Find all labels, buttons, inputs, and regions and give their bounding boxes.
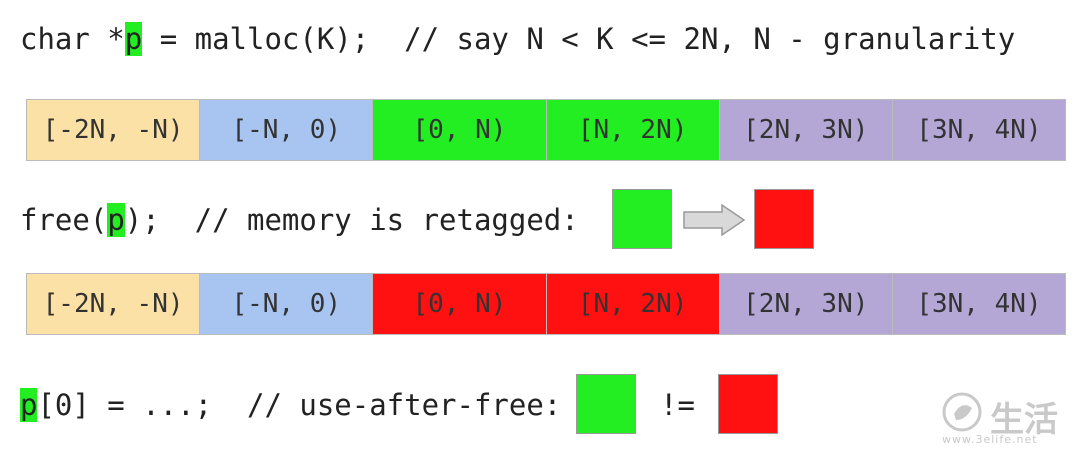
free-code-suffix: ); // memory is retagged: [124,203,579,237]
old-tag-square [612,189,672,249]
new-tag-square [754,189,814,249]
memory-segment: [3N, 4N) [892,100,1066,160]
use-after-free-code-line: p[0] = ...; // use-after-free: [20,386,561,424]
malloc-code-prefix: char * [20,22,125,56]
pointer-var-highlight: p [124,22,143,56]
memory-segment: [-N, 0) [200,274,374,334]
memory-segment: [0, N) [373,274,547,334]
memory-segment: [-N, 0) [200,100,374,160]
memory-tag-square [718,374,778,434]
pointer-tag-square [576,374,636,434]
retag-arrow-icon [683,203,746,237]
use-code-suffix: [0] = ...; // use-after-free: [37,388,562,422]
watermark-logo-icon [942,392,982,432]
memory-segment: [0, N) [373,100,547,160]
memory-segment: [N, 2N) [546,100,720,160]
memory-segment: [-2N, -N) [27,274,201,334]
malloc-code-line: char *p = malloc(K); // say N < K <= 2N,… [20,20,1015,58]
malloc-code-suffix: = malloc(K); // say N < K <= 2N, N - gra… [142,22,1016,56]
memory-segment: [3N, 4N) [892,274,1066,334]
memory-segment: [2N, 3N) [719,100,893,160]
memory-segment: [2N, 3N) [719,274,893,334]
watermark: 生活 www.3elife.net [938,388,1080,446]
memory-strip-before-free: [-2N, -N) [-N, 0) [0, N) [N, 2N) [2N, 3N… [26,99,1066,161]
free-code-line: free(p); // memory is retagged: [20,201,579,239]
memory-segment: [N, 2N) [546,274,720,334]
memory-strip-after-free: [-2N, -N) [-N, 0) [0, N) [N, 2N) [2N, 3N… [26,273,1066,335]
not-equal-operator: != [660,388,695,422]
watermark-url: www.3elife.net [942,433,1038,446]
pointer-var-highlight: p [20,388,38,422]
free-code-prefix: free( [20,203,108,237]
pointer-var-highlight: p [107,203,125,237]
memory-segment: [-2N, -N) [27,100,201,160]
watermark-text: 生活 [990,400,1058,440]
